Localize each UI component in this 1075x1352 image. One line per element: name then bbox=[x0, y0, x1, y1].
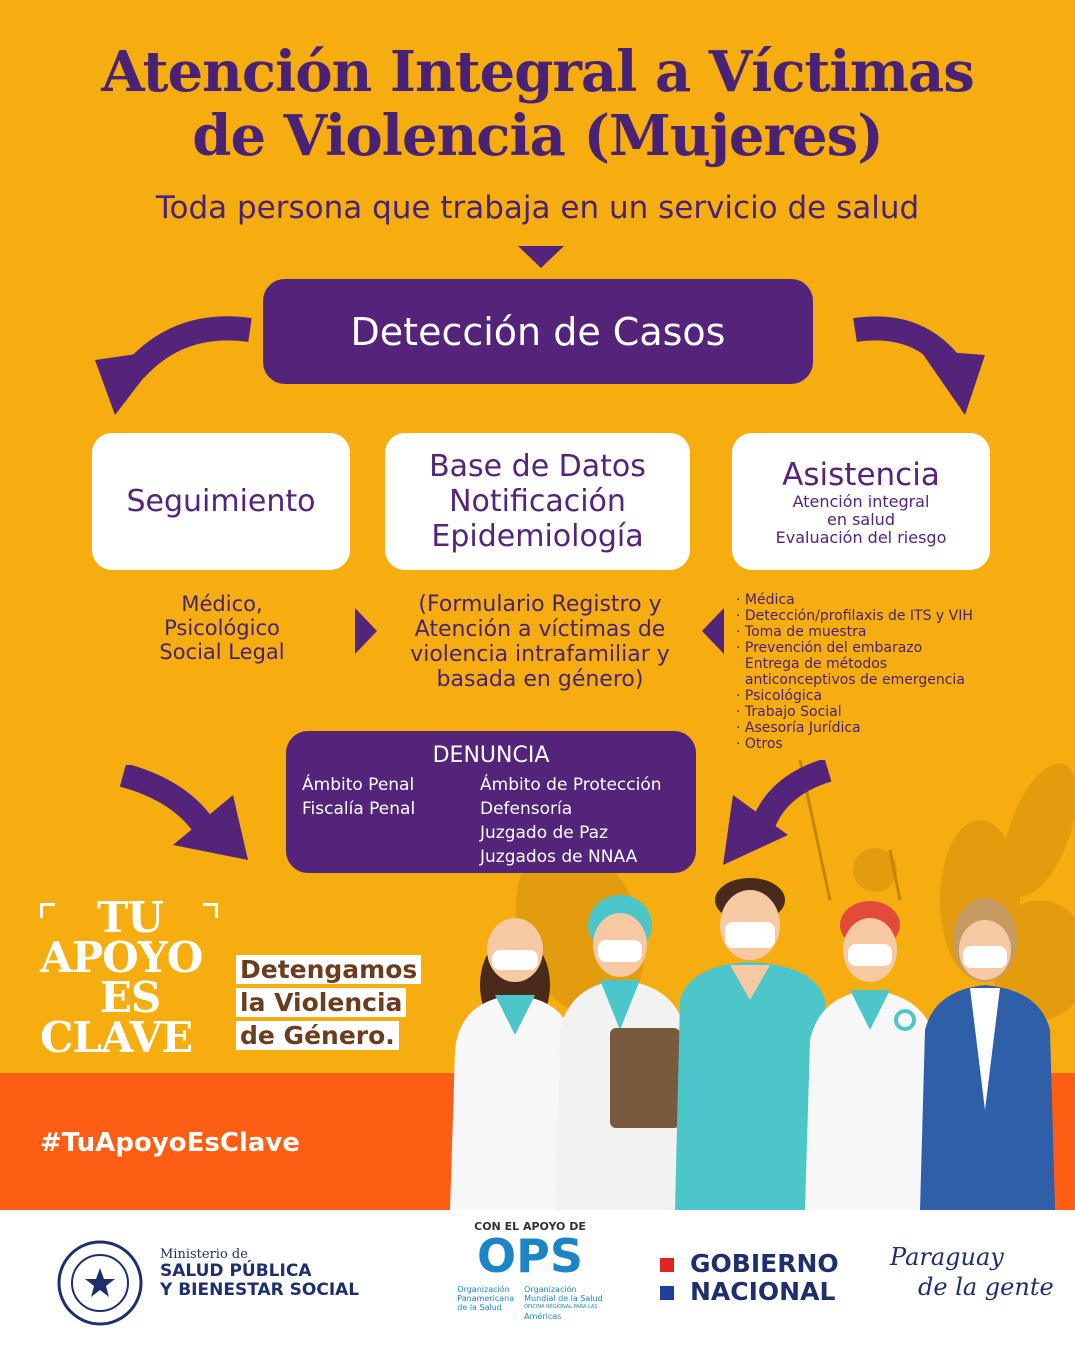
ops-org-1-line: de la Salud bbox=[457, 1303, 502, 1312]
ministerio-logo-text: Ministerio de SALUD PÚBLICA Y BIENESTAR … bbox=[160, 1247, 359, 1300]
blue-square-icon bbox=[660, 1286, 674, 1300]
slogan-line-3: de Género. bbox=[236, 1021, 399, 1051]
hashtag: #TuApoyoEsClave bbox=[40, 1128, 300, 1158]
denuncia-item: Defensoría bbox=[480, 799, 573, 819]
list-item: · Psicológica bbox=[736, 688, 823, 704]
slogan-text-2: la Violencia bbox=[236, 988, 407, 1017]
base-detail-3: violencia intrafamiliar y bbox=[410, 642, 670, 667]
arrow-left-icon bbox=[702, 608, 724, 654]
ops-org-2-sub2: Américas bbox=[524, 1312, 562, 1321]
list-item: anticonceptivos de emergencia bbox=[736, 672, 965, 688]
asistencia-box: Asistencia Atención integral en salud Ev… bbox=[732, 433, 990, 570]
ops-support-text: CON EL APOYO DE bbox=[474, 1220, 586, 1233]
list-item: · Toma de muestra bbox=[736, 624, 867, 640]
base-detail-4: basada en género) bbox=[436, 667, 644, 692]
denuncia-item: Ámbito Penal bbox=[302, 775, 415, 795]
ops-logo: CON EL APOYO DE OPS Organización Panamer… bbox=[430, 1220, 630, 1321]
paraguay-line-2: de la gente bbox=[918, 1273, 1054, 1301]
list-item: · Trabajo Social bbox=[736, 704, 842, 720]
ops-org-2-line: Mundial de la Salud bbox=[524, 1294, 603, 1303]
slogan-line-1: Detengamos bbox=[236, 955, 422, 985]
denuncia-col-1: Ámbito Penal Fiscalía Penal bbox=[302, 773, 415, 821]
red-square-icon bbox=[660, 1258, 674, 1272]
logo-line-1: TU bbox=[97, 893, 164, 942]
title-line-1: Atención Integral a Víctimas bbox=[101, 39, 975, 105]
ops-orgs: Organización Panamericana de la Salud Or… bbox=[430, 1285, 630, 1321]
list-item: Entrega de métodos bbox=[736, 656, 888, 672]
bracket-top-right bbox=[203, 903, 218, 918]
footer: Ministerio de SALUD PÚBLICA Y BIENESTAR … bbox=[0, 1210, 1075, 1352]
bracket-top-left bbox=[40, 903, 55, 918]
list-item: · Médica bbox=[736, 592, 795, 608]
seguimiento-detail-2: Psicológico bbox=[164, 616, 280, 640]
list-item: · Detección/profilaxis de ITS y VIH bbox=[736, 608, 973, 624]
seguimiento-label: Seguimiento bbox=[126, 484, 316, 519]
denuncia-col-2: Ámbito de Protección Defensoría Juzgado … bbox=[480, 773, 662, 869]
asistencia-line-3: Evaluación del riesgo bbox=[775, 527, 947, 547]
denuncia-item: Ámbito de Protección bbox=[480, 775, 662, 795]
list-item: · Otros bbox=[736, 736, 783, 752]
ministerio-top: Ministerio de bbox=[160, 1247, 248, 1262]
gobierno-line-2: NACIONAL bbox=[690, 1277, 836, 1306]
ops-org-1: Organización Panamericana de la Salud bbox=[457, 1285, 514, 1321]
base-detail: (Formulario Registro y Atención a víctim… bbox=[390, 592, 690, 692]
gobierno-line-1: GOBIERNO bbox=[690, 1249, 839, 1278]
base-line-2: Notificación bbox=[449, 484, 626, 519]
logo-line-3: ES bbox=[99, 973, 161, 1022]
slogan-text-3: de Género. bbox=[236, 1021, 399, 1050]
list-item: · Asesoría Jurídica bbox=[736, 720, 861, 736]
page-title: Atención Integral a Víctimas de Violenci… bbox=[0, 40, 1075, 168]
denuncia-item: Juzgados de NNAA bbox=[480, 847, 638, 867]
seguimiento-detail-1: Médico, bbox=[181, 592, 263, 616]
ops-org-1-line: Organización bbox=[457, 1285, 510, 1294]
title-line-2: de Violencia (Mujeres) bbox=[192, 103, 883, 169]
ops-text: OPS bbox=[477, 1229, 583, 1283]
base-detail-1: (Formulario Registro y bbox=[418, 592, 662, 617]
asistencia-line-2: en salud bbox=[827, 509, 895, 529]
subtitle: Toda persona que trabaja en un servicio … bbox=[155, 190, 920, 226]
ministerio-line-1: SALUD PÚBLICA bbox=[160, 1261, 312, 1281]
base-detail-2: Atención a víctimas de bbox=[414, 617, 666, 642]
base-line-3: Epidemiología bbox=[431, 519, 644, 554]
paraguay-de-la-gente-logo: Paraguay de la gente bbox=[890, 1242, 1054, 1302]
slogan-text-1: Detengamos bbox=[236, 955, 422, 984]
gobierno-nacional-logo: GOBIERNO NACIONAL bbox=[660, 1250, 839, 1306]
curved-arrow-down-left-icon bbox=[723, 760, 832, 865]
ops-org-2: Organización Mundial de la Salud OFICINA… bbox=[524, 1285, 603, 1321]
denuncia-item: Juzgado de Paz bbox=[480, 823, 608, 843]
logo-line-2: APOYO bbox=[40, 933, 203, 982]
down-triangle-icon bbox=[518, 246, 564, 268]
curved-arrow-down-right-icon bbox=[119, 765, 248, 860]
logo-line-4: CLAVE bbox=[40, 1013, 193, 1062]
ops-org-2-line: Organización bbox=[524, 1285, 577, 1294]
deteccion-label: Detección de Casos bbox=[350, 309, 726, 354]
base-datos-box: Base de Datos Notificación Epidemiología bbox=[385, 433, 690, 570]
seguimiento-box: Seguimiento bbox=[92, 433, 350, 570]
curved-arrow-right-icon bbox=[853, 316, 985, 415]
health-workers-illustration bbox=[450, 878, 1055, 1210]
denuncia-box: DENUNCIA Ámbito Penal Fiscalía Penal Ámb… bbox=[286, 731, 696, 873]
curved-arrow-left-icon bbox=[95, 316, 252, 415]
arrow-right-icon bbox=[355, 608, 377, 654]
denuncia-item: Fiscalía Penal bbox=[302, 799, 416, 819]
asistencia-list: · Médica · Detección/profilaxis de ITS y… bbox=[736, 592, 973, 752]
ops-org-1-line: Panamericana bbox=[457, 1294, 515, 1303]
slogan-line-2: la Violencia bbox=[236, 988, 407, 1018]
asistencia-line-1: Atención integral bbox=[792, 491, 930, 511]
paraguay-line-1: Paraguay bbox=[890, 1243, 1004, 1271]
asistencia-title: Asistencia bbox=[782, 456, 940, 493]
base-line-1: Base de Datos bbox=[429, 449, 646, 484]
seguimiento-detail: Médico, Psicológico Social Legal bbox=[112, 592, 332, 664]
tu-apoyo-es-clave-logo: TU APOYO ES CLAVE bbox=[40, 893, 220, 1062]
denuncia-title: DENUNCIA bbox=[432, 743, 550, 768]
ops-org-2-sub: OFICINA REGIONAL PARA LAS bbox=[524, 1304, 598, 1310]
paraguay-seal-icon bbox=[57, 1240, 143, 1326]
deteccion-box: Detección de Casos bbox=[263, 279, 813, 384]
list-item: · Prevención del embarazo bbox=[736, 640, 923, 656]
seguimiento-detail-3: Social Legal bbox=[159, 640, 285, 664]
ministerio-line-2: Y BIENESTAR SOCIAL bbox=[160, 1280, 360, 1300]
